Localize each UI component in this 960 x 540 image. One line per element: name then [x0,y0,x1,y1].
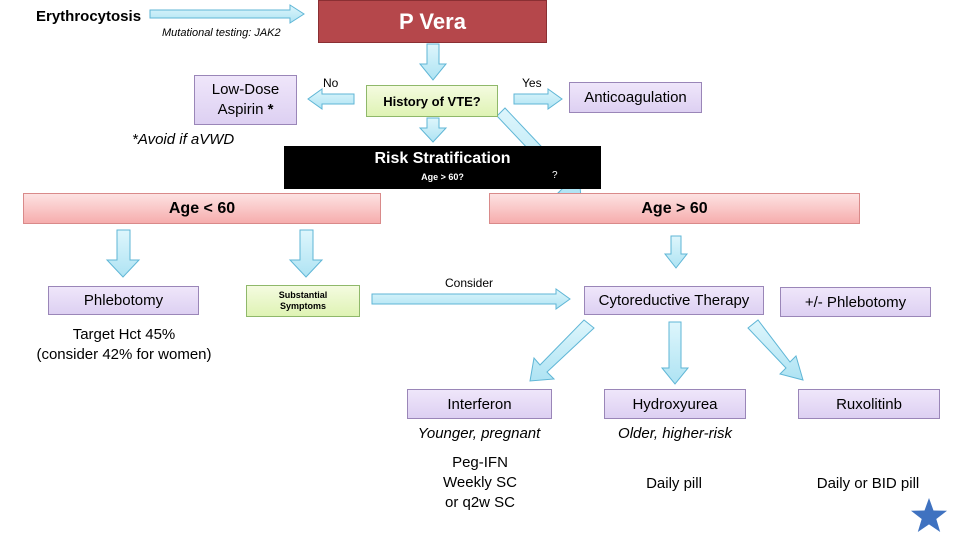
arrow-to-interferon [529,319,595,382]
target-line2: (consider 42% for women) [36,346,212,363]
ruxolitinb-label: Ruxolitinb [836,395,902,413]
interferon-details: Peg-IFN Weekly SC or q2w SC [420,453,540,513]
hydroxyurea-box: Hydroxyurea [604,389,746,419]
age-over-60-box: Age > 60 [489,193,860,224]
risk-subtitle: Age > 60? [421,171,464,182]
interferon-detail-1: Peg-IFN [452,454,508,471]
vte-question-box: History of VTE? [366,85,498,117]
target-line1: Target Hct 45% [72,326,176,343]
phlebotomy-box: Phlebotomy [48,286,199,315]
aspirin-line1: Low-Dose [211,81,280,98]
arrow-erythrocytosis-pvera [149,4,305,24]
anticoagulation-box: Anticoagulation [569,82,702,113]
phlebotomy-label: Phlebotomy [83,292,164,309]
interferon-box: Interferon [407,389,552,419]
target-hct-note: Target Hct 45% (consider 42% for women) [24,325,224,365]
age-over-60-label: Age > 60 [641,199,708,217]
pvera-title-box: P Vera [318,0,547,43]
arrow-yes-anticoag [513,88,563,110]
ruxolitinb-details: Daily or BID pill [816,475,920,492]
no-label: No [323,76,339,90]
symptoms-box: Substantial Symptoms [246,285,360,317]
arrow-vte-risk [418,117,448,143]
yes-label: Yes [522,76,542,90]
mutational-testing-note: Mutational testing: JAK2 [162,27,281,39]
arrow-pvera-vte [418,43,448,81]
interferon-label: Interferon [447,395,512,413]
arrow-no-aspirin [307,88,355,110]
aspirin-line2: Aspirin [217,101,264,118]
arrow-old-cytoreductive [663,235,689,269]
erythrocytosis-label: Erythrocytosis [36,8,142,25]
arrow-to-ruxolitinb [747,319,804,381]
plus-minus-phlebotomy-label: +/- Phlebotomy [804,293,907,311]
symptoms-line1: Substantial [278,290,328,300]
anticoagulation-label: Anticoagulation [584,89,687,106]
arrow-young-phlebotomy [105,229,141,278]
hydroxyurea-note: Older, higher-risk [618,425,732,442]
question-mark: ? [552,170,558,181]
interferon-note: Younger, pregnant [417,425,541,442]
arrow-young-symptoms [288,229,324,278]
cytoreductive-label: Cytoreductive Therapy [598,292,750,309]
aspirin-line2-wrap: Aspirin * [218,100,274,120]
pvera-title: P Vera [399,8,466,34]
avoid-note: *Avoid if aVWD [132,131,235,148]
cytoreductive-box: Cytoreductive Therapy [584,286,764,315]
arrow-to-hydroxyurea [660,321,690,385]
ruxolitinb-box: Ruxolitinb [798,389,940,419]
age-under-60-box: Age < 60 [23,193,381,224]
age-under-60-label: Age < 60 [168,199,236,217]
risk-title: Risk Stratification [374,149,511,167]
arrow-consider [371,288,571,310]
consider-label: Consider [445,276,494,290]
interferon-detail-2: Weekly SC [443,474,517,491]
star-icon [911,498,947,532]
hydroxyurea-label: Hydroxyurea [632,395,718,413]
aspirin-star: * [267,101,274,118]
vte-question: History of VTE? [383,93,481,109]
symptoms-line2: Symptoms [279,301,326,311]
risk-stratification-box: Risk Stratification Age > 60? [284,146,601,189]
interferon-detail-3: or q2w SC [444,494,516,511]
plus-minus-phlebotomy-box: +/- Phlebotomy [780,287,931,317]
aspirin-box: Low-Dose Aspirin * [194,75,297,125]
hydroxyurea-details: Daily pill [646,475,702,492]
